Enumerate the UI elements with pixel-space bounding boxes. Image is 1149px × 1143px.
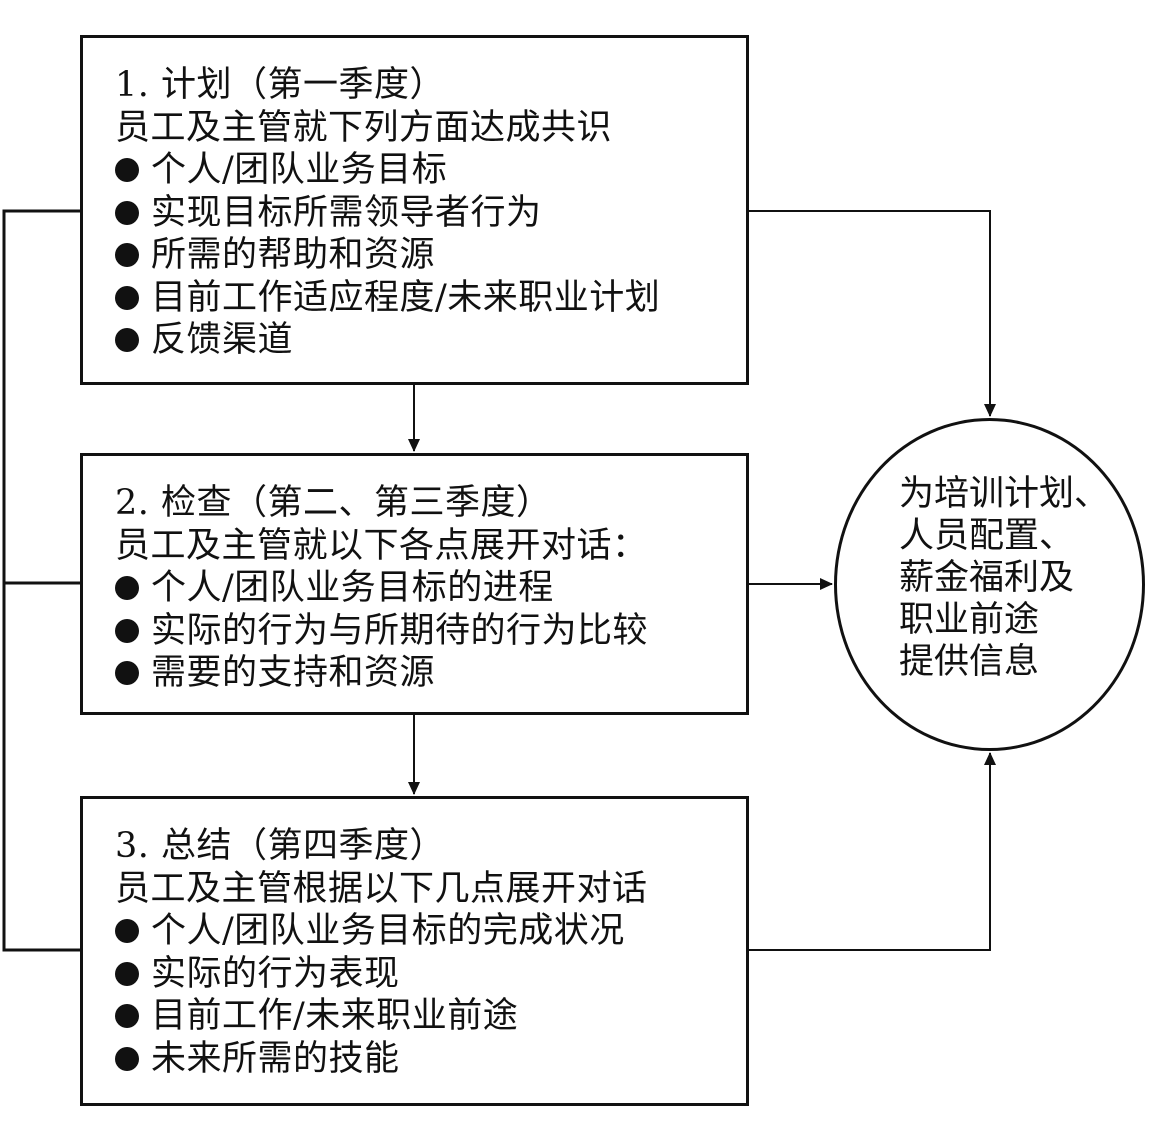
feedback-loop-line [2,209,80,952]
plan-to-output-arrow [749,210,996,417]
review-subtitle: 员工及主管就以下各点展开对话： [115,525,648,566]
bullet-icon [115,576,139,600]
plan-item-text: 目前工作适应程度/未来职业计划 [151,277,661,318]
bullet-icon [115,200,139,225]
output-line: 职业前途 [899,600,1040,640]
output-line: 薪金福利及 [899,558,1075,598]
list-item: 个人/团队业务目标的进程 [115,567,746,610]
review-item-text: 需要的支持和资源 [151,653,436,693]
review-box: 2. 检查（第二、第三季度） 员工及主管就以下各点展开对话： 个人/团队业务目标… [80,453,749,715]
list-item: 实际的行为表现 [115,953,746,996]
bullet-icon [115,661,139,685]
bullet-icon [115,919,139,943]
list-item: 个人/团队业务目标的完成状况 [115,910,746,953]
bullet-icon [115,961,139,986]
plan-box: 1. 计划（第一季度） 员工及主管就下列方面达成共识 个人/团队业务目标 实现目… [80,35,749,385]
list-item: 目前工作/未来职业前途 [115,995,746,1038]
plan-item-text: 反馈渠道 [151,320,294,360]
output-line: 为培训计划、 [899,474,1110,514]
plan-title: 1. 计划（第一季度） [115,65,446,105]
list-item: 实际的行为与所期待的行为比较 [115,610,746,653]
bullet-icon [115,243,139,267]
summary-item-list: 个人/团队业务目标的完成状况 实际的行为表现 目前工作/未来职业前途 未来所需的… [115,910,746,1080]
summary-to-output-arrow [749,752,996,951]
list-item: 个人/团队业务目标 [115,149,746,192]
plan-item-text: 个人/团队业务目标 [151,150,448,190]
bullet-icon [115,328,139,352]
summary-subtitle: 员工及主管根据以下几点展开对话 [115,868,648,909]
output-line: 提供信息 [899,642,1040,682]
bullet-icon [115,1046,139,1071]
review-title: 2. 检查（第二、第三季度） [115,483,552,523]
list-item: 目前工作适应程度/未来职业计划 [115,277,746,320]
summary-item-text: 未来所需的技能 [151,1038,400,1079]
review-item-text: 个人/团队业务目标的进程 [151,568,554,608]
bullet-icon [115,1004,139,1028]
plan-item-list: 个人/团队业务目标 实现目标所需领导者行为 所需的帮助和资源 目前工作适应程度/… [115,149,746,362]
output-line: 人员配置、 [899,516,1075,556]
list-item: 需要的支持和资源 [115,652,746,695]
review-item-text: 实际的行为与所期待的行为比较 [151,610,649,651]
bullet-icon [115,285,139,310]
list-item: 实现目标所需领导者行为 [115,192,746,235]
plan-item-text: 实现目标所需领导者行为 [151,192,542,233]
summary-item-text: 实际的行为表现 [151,953,400,994]
summary-item-text: 目前工作/未来职业前途 [151,996,519,1036]
output-text: 为培训计划、 人员配置、 薪金福利及 职业前途 提供信息 [899,473,1109,683]
plan-subtitle: 员工及主管就下列方面达成共识 [115,107,613,148]
summary-box: 3. 总结（第四季度） 员工及主管根据以下几点展开对话 个人/团队业务目标的完成… [80,796,749,1106]
summary-title: 3. 总结（第四季度） [115,826,446,866]
plan-item-text: 所需的帮助和资源 [151,235,436,275]
list-item: 所需的帮助和资源 [115,234,746,277]
review-item-list: 个人/团队业务目标的进程 实际的行为与所期待的行为比较 需要的支持和资源 [115,567,746,695]
list-item: 反馈渠道 [115,319,746,362]
summary-item-text: 个人/团队业务目标的完成状况 [151,911,625,951]
output-circle: 为培训计划、 人员配置、 薪金福利及 职业前途 提供信息 [834,418,1145,751]
bullet-icon [115,618,139,643]
bullet-icon [115,158,139,182]
list-item: 未来所需的技能 [115,1038,746,1081]
